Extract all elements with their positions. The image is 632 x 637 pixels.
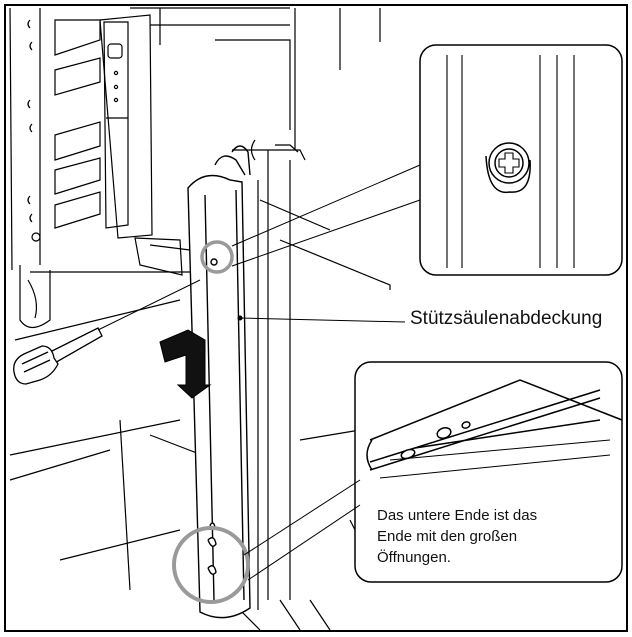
screw-highlight-circle bbox=[200, 240, 234, 274]
note-line-1: Das untere Ende ist das bbox=[377, 507, 538, 524]
bottom-end-highlight-circle bbox=[172, 526, 250, 604]
screwdriver-icon bbox=[13, 279, 201, 385]
move-arrow-icon bbox=[159, 329, 212, 399]
bottom-end-detail-callout bbox=[243, 361, 623, 583]
background-structure bbox=[9, 7, 391, 631]
note-line-2: Ende mit den großen bbox=[377, 528, 518, 545]
label-leader-line bbox=[237, 315, 406, 323]
note-line-3: Öffnungen. bbox=[377, 549, 451, 566]
column-cover-label: Stützsäulenabdeckung bbox=[410, 308, 603, 329]
screw-detail-callout bbox=[231, 44, 623, 276]
column-cover bbox=[187, 145, 251, 619]
bottom-end-note: Das untere Ende ist das Ende mit den gro… bbox=[377, 505, 587, 568]
